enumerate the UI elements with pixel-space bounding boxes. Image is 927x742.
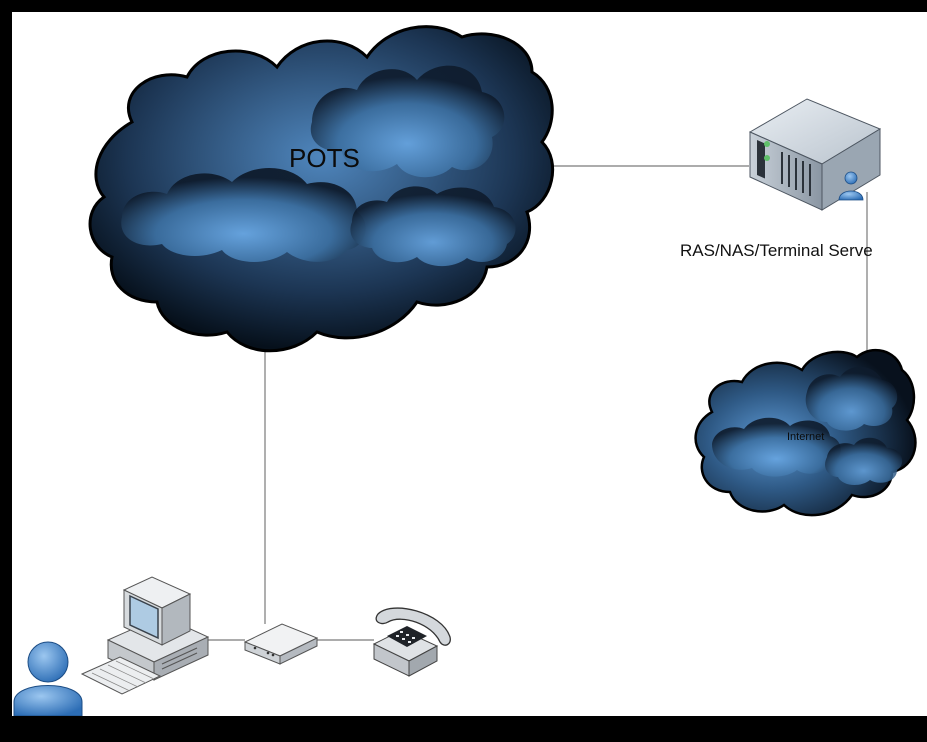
modem-icon bbox=[243, 623, 319, 665]
server-label: RAS/NAS/Terminal Serve bbox=[680, 241, 873, 260]
internet-cloud-icon bbox=[694, 348, 917, 517]
server-user-icon bbox=[838, 171, 864, 201]
server-icon bbox=[748, 98, 882, 211]
diagram-svg bbox=[13, 25, 917, 716]
pots-cloud-icon bbox=[88, 25, 555, 353]
internet-label: Internet bbox=[787, 431, 825, 443]
desktop-computer-icon bbox=[80, 576, 210, 695]
user-icon bbox=[13, 641, 83, 716]
connection-lines bbox=[207, 165, 868, 641]
keyboard-icon bbox=[80, 656, 162, 695]
diagram-canvas: POTS RAS/NAS/Terminal Serve Internet bbox=[12, 12, 927, 716]
telephone-icon bbox=[372, 607, 451, 677]
pots-label: POTS bbox=[289, 143, 360, 173]
